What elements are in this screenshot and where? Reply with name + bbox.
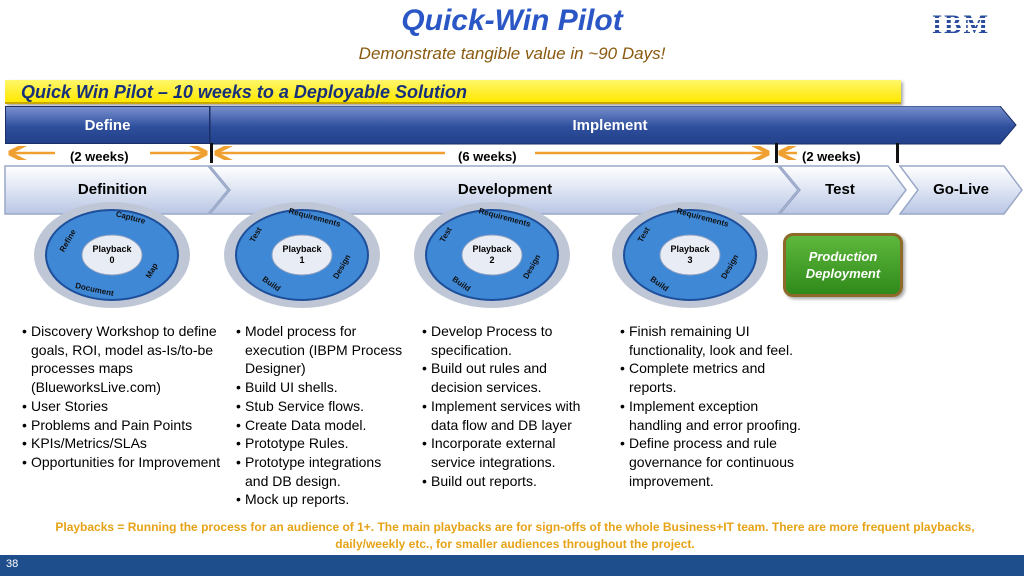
playback1-bullet-list: Model process for execution (IBPM Proces… bbox=[236, 322, 406, 509]
list-item: Implement services with data flow and DB… bbox=[422, 397, 597, 434]
list-item: Prototype Rules. bbox=[236, 434, 406, 453]
stage-development-shape bbox=[208, 165, 799, 215]
page-subtitle: Demonstrate tangible value in ~90 Days! bbox=[358, 44, 666, 63]
playback-cycle-3: Playback 3 Requirements Design Build Tes… bbox=[612, 202, 768, 308]
phase-define-label: Define bbox=[84, 116, 131, 134]
list-item: Problems and Pain Points bbox=[22, 416, 227, 435]
cycle-center-number: 0 bbox=[109, 255, 114, 265]
stage-test-shape bbox=[778, 165, 907, 215]
page-number: 38 bbox=[6, 558, 19, 570]
production-deployment-box: Production Deployment bbox=[783, 233, 903, 297]
stage-golive-shape bbox=[898, 165, 1023, 215]
playback3-bullet-list: Finish remaining UI functionality, look … bbox=[620, 322, 808, 490]
list-item: Build out rules and decision services. bbox=[422, 359, 597, 396]
list-item: Develop Process to specification. bbox=[422, 322, 597, 359]
list-item: Build UI shells. bbox=[236, 378, 406, 397]
page-title: Quick-Win Pilot bbox=[401, 4, 623, 37]
playback-cycle-1: Playback 1 Requirements Design Build Tes… bbox=[224, 202, 380, 308]
phase-implement-bar: Implement bbox=[210, 106, 1017, 145]
ibm-logo: IBM bbox=[932, 12, 1008, 38]
production-line-1: Production bbox=[808, 249, 878, 264]
phase-implement-label: Implement bbox=[572, 117, 647, 134]
duration-test: (2 weeks) bbox=[802, 149, 861, 164]
list-item: Complete metrics and reports. bbox=[620, 359, 808, 396]
separator-line bbox=[210, 143, 213, 163]
cycle-center-label: Playback bbox=[282, 244, 322, 254]
cycle-center-label: Playback bbox=[472, 244, 512, 254]
playback-cycle-0: Playback 0 Capture Map Document Refine bbox=[34, 202, 190, 308]
cycle-center-number: 2 bbox=[489, 255, 494, 265]
duration-develop: (6 weeks) bbox=[458, 149, 517, 164]
playbacks-footnote: Playbacks = Running the process for an a… bbox=[55, 520, 975, 551]
list-item: Opportunities for Improvement bbox=[22, 453, 227, 472]
stage-golive-label: Go-Live bbox=[933, 181, 989, 198]
ibm-logo-text: IBM bbox=[932, 10, 990, 39]
phase-define-bar: Define bbox=[5, 106, 210, 144]
list-item: Finish remaining UI functionality, look … bbox=[620, 322, 808, 359]
duration-define: (2 weeks) bbox=[70, 149, 129, 164]
stage-test-label: Test bbox=[825, 181, 855, 198]
cycle-center-number: 1 bbox=[299, 255, 304, 265]
list-item: Create Data model. bbox=[236, 416, 406, 435]
stage-definition-label: Definition bbox=[77, 181, 148, 198]
stage-development-label: Development bbox=[457, 181, 553, 198]
list-item: Discovery Workshop to define goals, ROI,… bbox=[22, 322, 227, 397]
stage-definition-shape bbox=[4, 165, 229, 215]
duration-arrows bbox=[5, 146, 1015, 160]
list-item: Mock up reports. bbox=[236, 490, 406, 509]
list-item: User Stories bbox=[22, 397, 227, 416]
separator-line bbox=[775, 143, 778, 163]
stage-chevrons bbox=[4, 165, 1023, 215]
cycle-center-number: 3 bbox=[687, 255, 692, 265]
definition-bullet-list: Discovery Workshop to define goals, ROI,… bbox=[22, 322, 227, 472]
playback-cycle-2: Playback 2 Requirements Design Build Tes… bbox=[414, 202, 570, 308]
cycle-center-label: Playback bbox=[92, 244, 132, 254]
timeline-banner: Quick Win Pilot – 10 weeks to a Deployab… bbox=[5, 80, 901, 104]
list-item: Incorporate external service integration… bbox=[422, 434, 597, 471]
list-item: Define process and rule governance for c… bbox=[620, 434, 808, 490]
list-item: Implement exception handling and error p… bbox=[620, 397, 808, 434]
bottom-bar: 38 bbox=[0, 555, 1024, 576]
list-item: Build out reports. bbox=[422, 472, 597, 491]
separator-line bbox=[896, 143, 899, 163]
playback2-bullet-list: Develop Process to specification. Build … bbox=[422, 322, 597, 490]
cycle-center-label: Playback bbox=[670, 244, 710, 254]
list-item: Stub Service flows. bbox=[236, 397, 406, 416]
list-item: Prototype integrations and DB design. bbox=[236, 453, 406, 490]
list-item: KPIs/Metrics/SLAs bbox=[22, 434, 227, 453]
production-line-2: Deployment bbox=[805, 266, 881, 281]
list-item: Model process for execution (IBPM Proces… bbox=[236, 322, 406, 378]
